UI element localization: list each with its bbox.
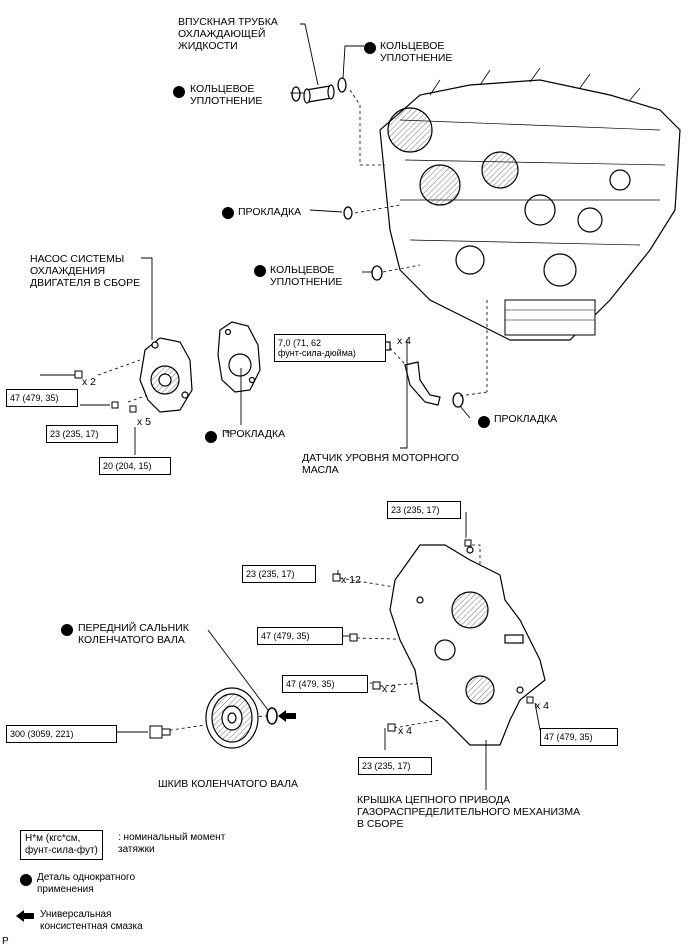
non-reusable-dot-icon [173, 86, 185, 98]
label-oil-level-sensor: ДАТЧИК УРОВНЯ МОТОРНОГО МАСЛА [302, 452, 460, 476]
torque-sensor: 7,0 (71, 62 фунт-сила-дюйма) [274, 334, 386, 362]
coolant-inlet-pipe [303, 84, 335, 104]
qty-cover-a: x 12 [341, 574, 361, 586]
non-reusable-dot-icon [364, 42, 376, 54]
engine-block [379, 67, 681, 341]
pump-bolts [74, 370, 137, 413]
legend-torque-desc: : номинальный момент затяжки [118, 832, 226, 855]
grease-arrow-icon [16, 910, 34, 922]
label-water-pump: НАСОС СИСТЕМЫ ОХЛАЖДЕНИЯ ДВИГАТЕЛЯ В СБО… [30, 253, 141, 289]
torque-pulley-bolt: 300 (3059, 221) [6, 725, 117, 743]
o-ring-top-left [291, 86, 301, 102]
qty-cover-bottom: x 4 [398, 725, 413, 737]
non-reusable-dot-icon [254, 265, 266, 277]
label-o-ring-mid: КОЛЬЦЕВОЕ УПЛОТНЕНИЕ [270, 264, 343, 288]
pump-gasket [217, 321, 261, 393]
footer-code: P [2, 936, 9, 947]
grease-arrow-icon [278, 710, 296, 722]
label-gasket-pump: ПРОКЛАДКА [222, 428, 286, 440]
non-reusable-dot-icon [222, 207, 234, 219]
label-coolant-inlet-pipe: ВПУСКНАЯ ТРУБКА ОХЛАЖДАЮЩЕЙ ЖИДКОСТИ [178, 16, 278, 52]
o-ring-top-right [337, 77, 347, 93]
front-crankshaft-seal [266, 707, 278, 725]
label-timing-chain-cover: КРЫШКА ЦЕПНОГО ПРИВОДА ГАЗОРАСПРЕДЕЛИТЕЛ… [357, 794, 581, 830]
oil-level-sensor [382, 341, 441, 406]
non-reusable-dot-icon [205, 431, 217, 443]
qty-pump-a: x 2 [82, 376, 97, 388]
non-reusable-dot-icon [20, 874, 32, 886]
legend-nonreusable: Деталь однократного применения [37, 872, 136, 895]
torque-cover-right: 47 (479, 35) [540, 728, 618, 746]
qty-sensor: x 4 [397, 335, 412, 347]
torque-cover-top: 23 (235, 17) [387, 501, 461, 519]
label-o-ring-top-left: КОЛЬЦЕВОЕ УПЛОТНЕНИЕ [190, 83, 263, 107]
sensor-gasket [452, 392, 464, 408]
non-reusable-dot-icon [61, 624, 73, 636]
torque-pump-c: 20 (204, 15) [99, 457, 171, 475]
torque-cover-a: 23 (235, 17) [242, 565, 316, 583]
torque-cover-c: 47 (479, 35) [282, 675, 368, 693]
label-gasket-mid: ПРОКЛАДКА [238, 206, 302, 218]
o-ring-mid [371, 265, 383, 281]
pulley-bolt [149, 725, 171, 739]
crankshaft-pulley [205, 687, 259, 749]
torque-pump-b: 23 (235, 17) [46, 425, 118, 443]
water-pump-assembly [139, 337, 193, 413]
label-crankshaft-pulley: ШКИВ КОЛЕНЧАТОГО ВАЛА [158, 778, 298, 790]
label-front-seal: ПЕРЕДНИЙ САЛЬНИК КОЛЕНЧАТОГО ВАЛА [78, 622, 189, 646]
torque-pump-a: 47 (479, 35) [6, 389, 78, 407]
non-reusable-dot-icon [478, 416, 490, 428]
cover-bolts [332, 539, 534, 732]
label-gasket-sensor: ПРОКЛАДКА [494, 413, 558, 425]
torque-cover-bottom: 23 (235, 17) [358, 757, 432, 775]
torque-cover-b: 47 (479, 35) [257, 627, 343, 645]
timing-chain-cover [389, 544, 546, 746]
qty-cover-right: x 4 [535, 700, 550, 712]
gasket-mid [343, 206, 353, 220]
label-o-ring-top-right: КОЛЬЦЕВОЕ УПЛОТНЕНИЕ [380, 40, 453, 64]
qty-pump-b: x 5 [137, 416, 152, 428]
legend-grease: Универсальная консистентная смазка [40, 909, 143, 932]
legend-torque-unit: Н*м (кгс*см, фунт-сила-фут) [20, 830, 103, 860]
qty-cover-c: x 2 [382, 683, 397, 695]
solid-leaders [40, 23, 541, 790]
